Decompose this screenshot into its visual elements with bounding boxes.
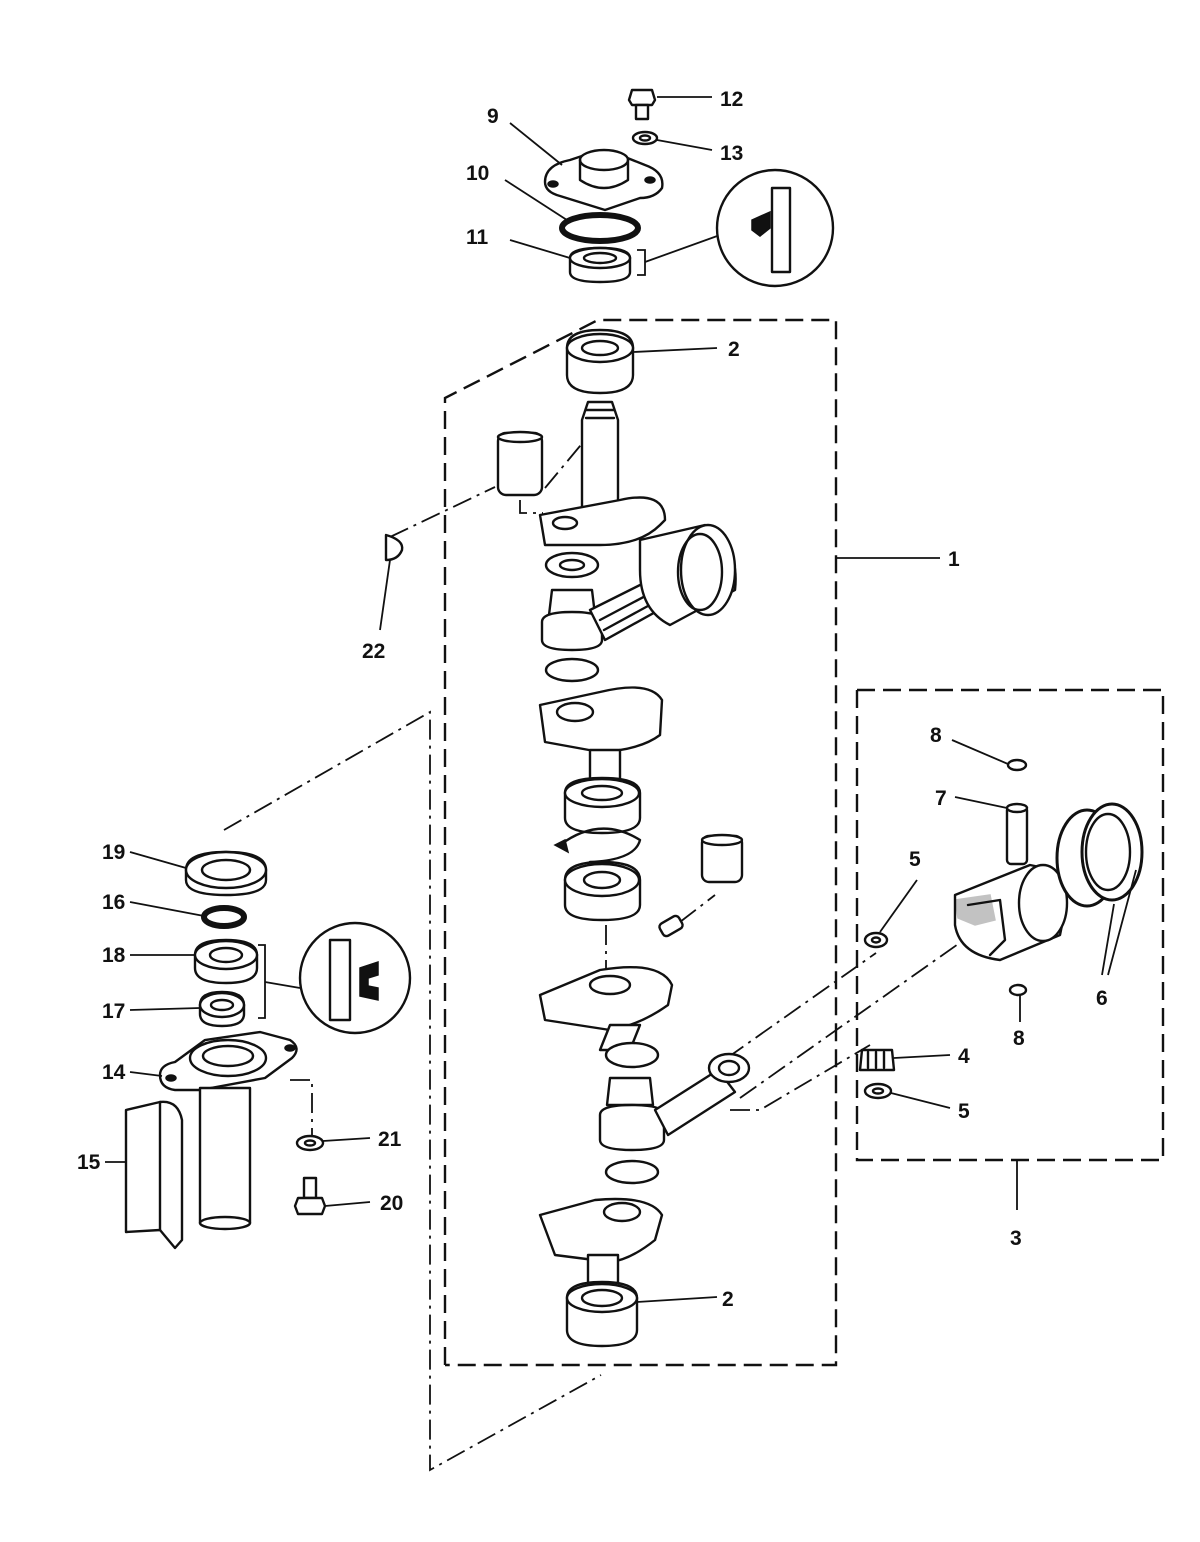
lock-ring-8-top (1006, 758, 1028, 772)
seal-18 (193, 938, 259, 985)
seal-17 (198, 990, 246, 1028)
piston-3 (953, 863, 1069, 962)
roller-bearing-upper (540, 551, 604, 683)
crank-web-middle (538, 686, 664, 782)
screw-20 (293, 1176, 327, 1216)
label-14: 14 (102, 1061, 126, 1084)
washer-5-bottom (863, 1082, 893, 1100)
top-ball-bearing-2 (565, 328, 635, 395)
crank-web-upper (538, 496, 667, 547)
label-22: 22 (362, 640, 385, 663)
label-11: 11 (466, 226, 489, 249)
piston-upper (638, 523, 737, 627)
label-7: 7 (935, 787, 947, 810)
bottom-ball-bearing-2 (565, 1280, 639, 1348)
center-seal (563, 860, 642, 922)
crank-web-bottom (538, 1197, 664, 1285)
label-6: 6 (1096, 987, 1108, 1010)
dowel-pin-upper (496, 430, 544, 497)
washer-5-top (863, 931, 889, 949)
callout-labels: 1 2 2 3 4 5 5 6 7 8 8 9 10 11 12 13 14 1… (77, 88, 1108, 1311)
seal-19 (184, 850, 268, 897)
label-19: 19 (102, 841, 125, 864)
woodruff-key-22 (379, 533, 404, 631)
label-17: 17 (102, 1000, 125, 1023)
connecting-rod-lower (653, 1052, 751, 1137)
washer-21 (295, 1134, 325, 1152)
label-8-top: 8 (930, 724, 942, 747)
retaining-ring (553, 827, 642, 864)
upper-end-cap (543, 148, 664, 212)
needle-bearing-4 (858, 1048, 896, 1072)
leader-lines (105, 96, 1137, 1303)
label-15: 15 (77, 1151, 101, 1174)
seal-detail-top (637, 168, 835, 288)
o-ring-16 (201, 905, 247, 929)
label-21: 21 (378, 1128, 402, 1151)
label-2-bottom: 2 (722, 1288, 734, 1311)
label-8-bottom: 8 (1013, 1027, 1025, 1050)
small-pin (658, 914, 684, 938)
seal-11 (568, 246, 632, 284)
sleeve-15 (124, 1100, 184, 1250)
o-ring-10 (559, 212, 641, 244)
roller-bearing-lower (598, 1041, 666, 1185)
lock-ring-8-bottom (1008, 983, 1028, 997)
crankshaft-assembly-box (443, 318, 838, 1367)
label-2-top: 2 (728, 338, 740, 361)
label-1: 1 (948, 548, 960, 571)
label-20: 20 (380, 1192, 403, 1215)
label-5-bottom: 5 (958, 1100, 970, 1123)
label-18: 18 (102, 944, 126, 967)
crank-web-lower (538, 965, 674, 1052)
phantom-lines (223, 439, 979, 1472)
piston-pin-7 (1005, 802, 1029, 866)
label-3: 3 (1010, 1227, 1022, 1250)
label-4: 4 (958, 1045, 970, 1068)
label-12: 12 (720, 88, 743, 111)
bolt-12 (627, 88, 657, 121)
washer-13 (631, 130, 659, 146)
piston-rings-6 (1055, 802, 1144, 908)
lower-end-cap-14 (158, 1030, 298, 1231)
label-10: 10 (466, 162, 489, 185)
label-9: 9 (487, 105, 499, 128)
label-13: 13 (720, 142, 743, 165)
piston-assembly-box (855, 688, 1165, 1162)
seal-detail-lower (258, 921, 412, 1035)
label-16: 16 (102, 891, 125, 914)
crank-upper-shaft (580, 400, 620, 517)
center-bearing (563, 776, 642, 835)
dowel-pin-lower (700, 833, 744, 884)
label-5-top: 5 (909, 848, 921, 871)
